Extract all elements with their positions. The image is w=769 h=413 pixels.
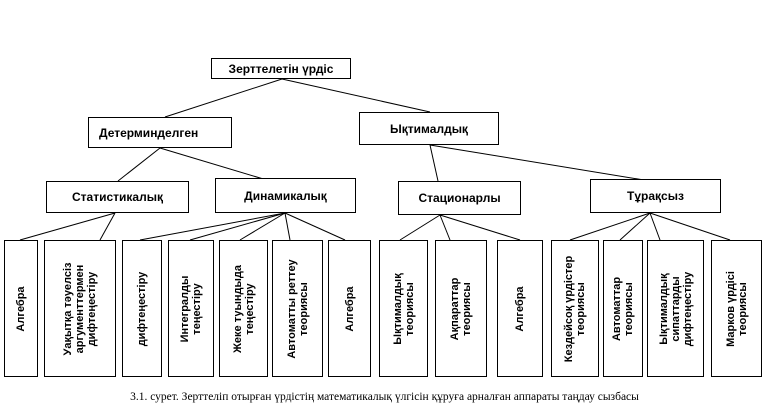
node-probabilistic: Ықтималдық bbox=[359, 112, 499, 145]
node-stationary: Стационарлы bbox=[398, 181, 521, 215]
leaf-dynamic-1: дифтеңестіру bbox=[122, 240, 162, 377]
leaf-unstable-4: Марков үрдісі теориясы bbox=[711, 240, 762, 377]
leaf-stationary-2: Ақпараттар теориясы bbox=[435, 240, 487, 377]
connector-dynamic-leaf-5 bbox=[284, 212, 346, 241]
node-unstable: Тұрақсыз bbox=[590, 179, 721, 213]
leaf-label: Марков үрдісі теориясы bbox=[724, 270, 749, 347]
connector-unstable-leaf-2 bbox=[619, 212, 651, 241]
leaf-dynamic-5: Алгебра bbox=[328, 240, 371, 377]
leaf-label: Автоматтар теориясы bbox=[611, 276, 635, 341]
connector-dynamic-leaf-2 bbox=[189, 212, 286, 241]
leaf-label: Ықтималдық теориясы bbox=[391, 272, 416, 345]
leaf-label: Ақпараттар теориясы bbox=[449, 277, 473, 340]
connector-probabilistic-unstable bbox=[429, 144, 651, 182]
leaf-label: Ықтималдық сипаттарды дифтеңестіру bbox=[657, 271, 694, 346]
leaf-label: Уақытқа тәуелсіз аргументтермен дифтеңес… bbox=[62, 261, 98, 356]
leaf-dynamic-4: Автоматты реттеу теориясы bbox=[272, 240, 323, 377]
connector-root-determined bbox=[164, 78, 283, 118]
connector-unstable-leaf-4 bbox=[649, 212, 731, 241]
connector-stationary-leaf-3 bbox=[439, 214, 521, 241]
leaf-label: Автоматты реттеу теориясы bbox=[285, 258, 310, 359]
leaf-label: Кездейсоқ үрдістер теориясы bbox=[563, 255, 587, 362]
node-determined: Детерминделген bbox=[88, 117, 232, 148]
leaf-dynamic-3: Жеке туындыда теңестіру bbox=[219, 240, 268, 377]
connector-determined-statistical bbox=[117, 147, 161, 182]
connector-unstable-leaf-3 bbox=[649, 212, 661, 241]
node-dynamic: Динамикалық bbox=[215, 178, 356, 213]
connector-root-probabilistic bbox=[281, 78, 431, 113]
connector-dynamic-leaf-1 bbox=[139, 212, 286, 241]
leaf-dynamic-2: Интегралды теңестіру bbox=[168, 240, 214, 377]
leaf-statistical-1: Алгебра bbox=[4, 240, 38, 377]
leaf-label: Жеке туындыда теңестіру bbox=[231, 264, 256, 353]
connector-statistical-leaf-1 bbox=[19, 212, 116, 241]
figure-caption: 3.1. сурет. Зерттеліп отырған үрдістің м… bbox=[130, 391, 639, 403]
leaf-label: Алгебра bbox=[514, 285, 526, 332]
leaf-label: дифтеңестіру bbox=[136, 271, 148, 346]
connector-probabilistic-stationary bbox=[429, 144, 439, 182]
connector-dynamic-leaf-3 bbox=[239, 212, 286, 241]
connector-stationary-leaf-1 bbox=[399, 214, 441, 241]
leaf-label: Алгебра bbox=[343, 285, 356, 332]
leaf-unstable-1: Кездейсоқ үрдістер теориясы bbox=[551, 240, 599, 377]
connector-determined-dynamic bbox=[159, 147, 271, 182]
leaf-statistical-2: Уақытқа тәуелсіз аргументтермен дифтеңес… bbox=[44, 240, 116, 377]
leaf-label: Интегралды теңестіру bbox=[179, 275, 203, 342]
leaf-unstable-3: Ықтималдық сипаттарды дифтеңестіру bbox=[647, 240, 704, 377]
connector-stationary-leaf-2 bbox=[439, 214, 451, 241]
leaf-unstable-2: Автоматтар теориясы bbox=[603, 240, 643, 377]
leaf-stationary-3: Алгебра bbox=[497, 240, 543, 377]
connector-dynamic-leaf-4 bbox=[284, 212, 291, 241]
leaf-label: Алгебра bbox=[15, 285, 27, 332]
connector-unstable-leaf-1 bbox=[569, 212, 651, 241]
connector-statistical-leaf-2 bbox=[99, 212, 116, 241]
node-statistical: Статистикалық bbox=[46, 181, 189, 213]
leaf-stationary-1: Ықтималдық теориясы bbox=[379, 240, 428, 377]
root-node: Зерттелетін үрдіс bbox=[211, 58, 351, 79]
